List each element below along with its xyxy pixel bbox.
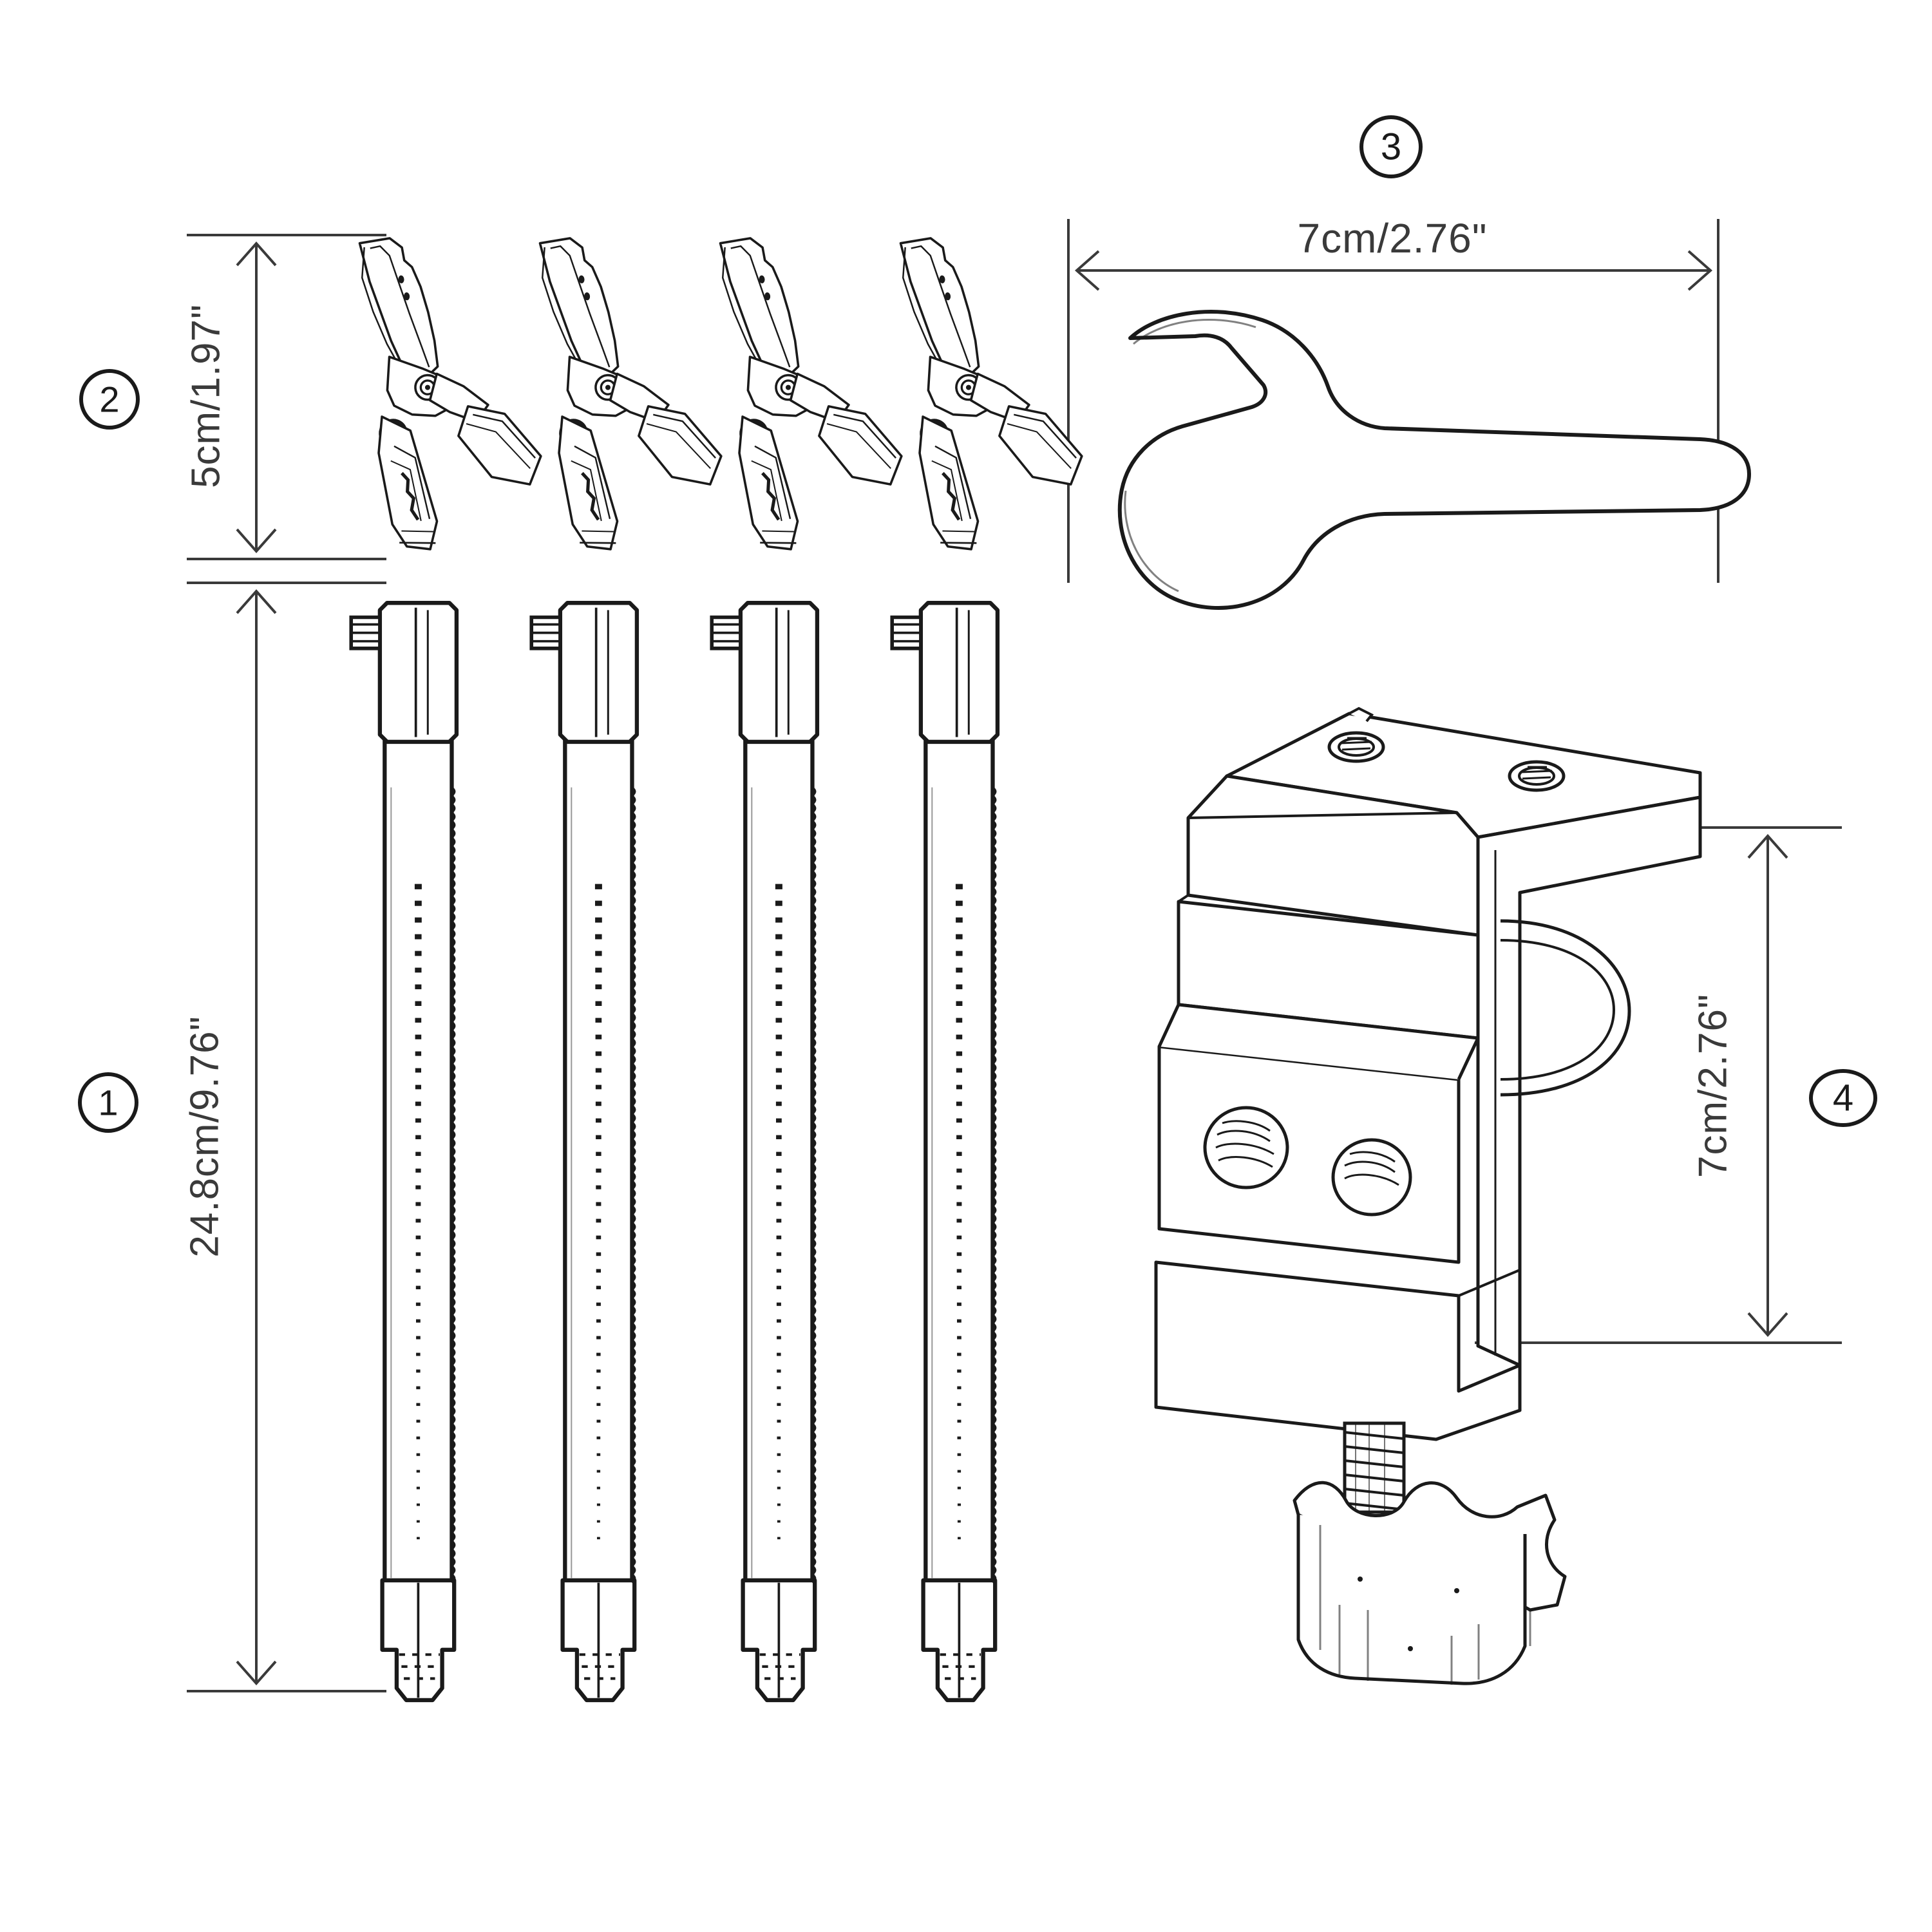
open-end-wrench [1117,310,1751,610]
dimension-wrench-width-label: 7cm/2.76" [1297,215,1488,261]
flexible-gooseneck-arm [712,603,817,1700]
dimension-wrench-width [1067,219,1719,583]
alligator-clip [359,229,547,553]
flexible-gooseneck-arm [351,603,457,1700]
alligator-clip [540,229,727,553]
gooseneck-corrugation [390,786,997,1584]
callout-badge-4 [1809,1069,1877,1127]
alligator-clip [900,229,1088,553]
callout-4-number: 4 [1832,1077,1854,1119]
callout-badge-2 [79,369,140,430]
callout-badge-1 [78,1072,138,1133]
gooseneck-core-wire [414,884,963,1540]
alligator-clip [720,229,907,553]
dimension-clip-length [187,234,386,560]
table-clamp [1154,706,1702,1685]
callout-badge-3 [1359,115,1423,178]
alligator-clip-group [359,229,1088,553]
callout-1-number: 1 [98,1082,118,1123]
gooseneck-arm-group [351,603,998,1700]
dimension-clamp-height-label: 7cm/2.76" [1690,993,1736,1179]
flexible-gooseneck-arm [531,603,637,1700]
callout-2-number: 2 [99,379,120,420]
callout-3-number: 3 [1380,126,1402,168]
dimension-arm-length [187,582,386,1692]
dimension-arm-length-label: 24.8cm/9.76" [182,1016,227,1258]
dimension-clamp-height [1475,826,1842,1344]
flexible-gooseneck-arm [892,603,998,1700]
dimension-clip-length-label: 5cm/1.97" [184,303,229,489]
